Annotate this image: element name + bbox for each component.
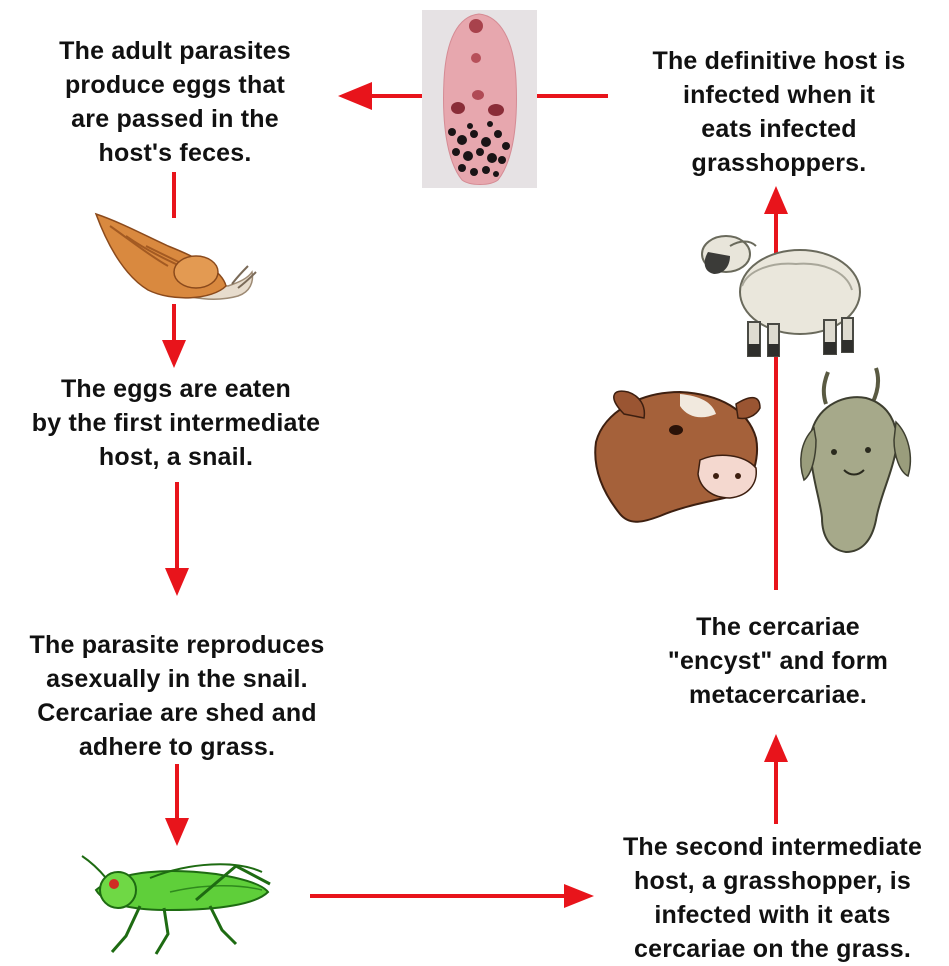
- step-definitive-host-line: The definitive host is: [622, 44, 936, 78]
- step-parasite-reproduces-line: Cercariae are shed and: [4, 696, 350, 730]
- arrow-reproduce-to-grasshopper: [165, 764, 189, 846]
- step-definitive-host: The definitive host is infected when it …: [622, 44, 936, 180]
- step-snail-eats-eggs-line: The eggs are eaten: [10, 372, 342, 406]
- step-definitive-host-line: infected when it: [622, 78, 936, 112]
- step-snail-eats-eggs-line: host, a snail.: [10, 440, 342, 474]
- arrow-grasshopper-to-second-host: [310, 884, 594, 908]
- step-snail-eats-eggs: The eggs are eaten by the first intermed…: [10, 372, 342, 474]
- arrow-fluke-to-adult: [338, 82, 422, 110]
- snail-image: [96, 214, 256, 299]
- step-second-intermediate-host-line: The second intermediate: [600, 830, 945, 864]
- grasshopper-image: [82, 856, 270, 954]
- step-snail-eats-eggs-line: by the first intermediate: [10, 406, 342, 440]
- fluke-image: [422, 10, 537, 188]
- arrow-snail-to-eggs-eaten: [162, 304, 186, 368]
- step-definitive-host-line: grasshoppers.: [622, 146, 936, 180]
- step-cercariae-encyst-line: The cercariae: [630, 610, 926, 644]
- step-parasite-reproduces-line: asexually in the snail.: [4, 662, 350, 696]
- step-second-intermediate-host: The second intermediate host, a grasshop…: [600, 830, 945, 966]
- step-parasite-reproduces: The parasite reproduces asexually in the…: [4, 628, 350, 764]
- step-definitive-host-line: eats infected: [622, 112, 936, 146]
- arrow-encyst-to-definitive: [764, 186, 788, 590]
- step-cercariae-encyst-line: metacercariae.: [630, 678, 926, 712]
- step-adult-eggs-line: host's feces.: [22, 136, 328, 170]
- step-second-intermediate-host-line: cercariae on the grass.: [600, 932, 945, 966]
- step-second-intermediate-host-line: host, a grasshopper, is: [600, 864, 945, 898]
- goat-image: [801, 368, 911, 552]
- cow-image: [595, 391, 760, 522]
- step-adult-eggs-line: produce eggs that: [22, 68, 328, 102]
- step-second-intermediate-host-line: infected with it eats: [600, 898, 945, 932]
- step-cercariae-encyst: The cercariae "encyst" and form metacerc…: [630, 610, 926, 712]
- step-cercariae-encyst-line: "encyst" and form: [630, 644, 926, 678]
- step-adult-eggs: The adult parasites produce eggs that ar…: [22, 34, 328, 170]
- step-parasite-reproduces-line: The parasite reproduces: [4, 628, 350, 662]
- arrow-second-host-to-encyst: [764, 734, 788, 824]
- sheep-image: [702, 236, 860, 356]
- step-adult-eggs-line: are passed in the: [22, 102, 328, 136]
- arrow-eggs-eaten-to-reproduce: [165, 482, 189, 596]
- step-parasite-reproduces-line: adhere to grass.: [4, 730, 350, 764]
- step-adult-eggs-line: The adult parasites: [22, 34, 328, 68]
